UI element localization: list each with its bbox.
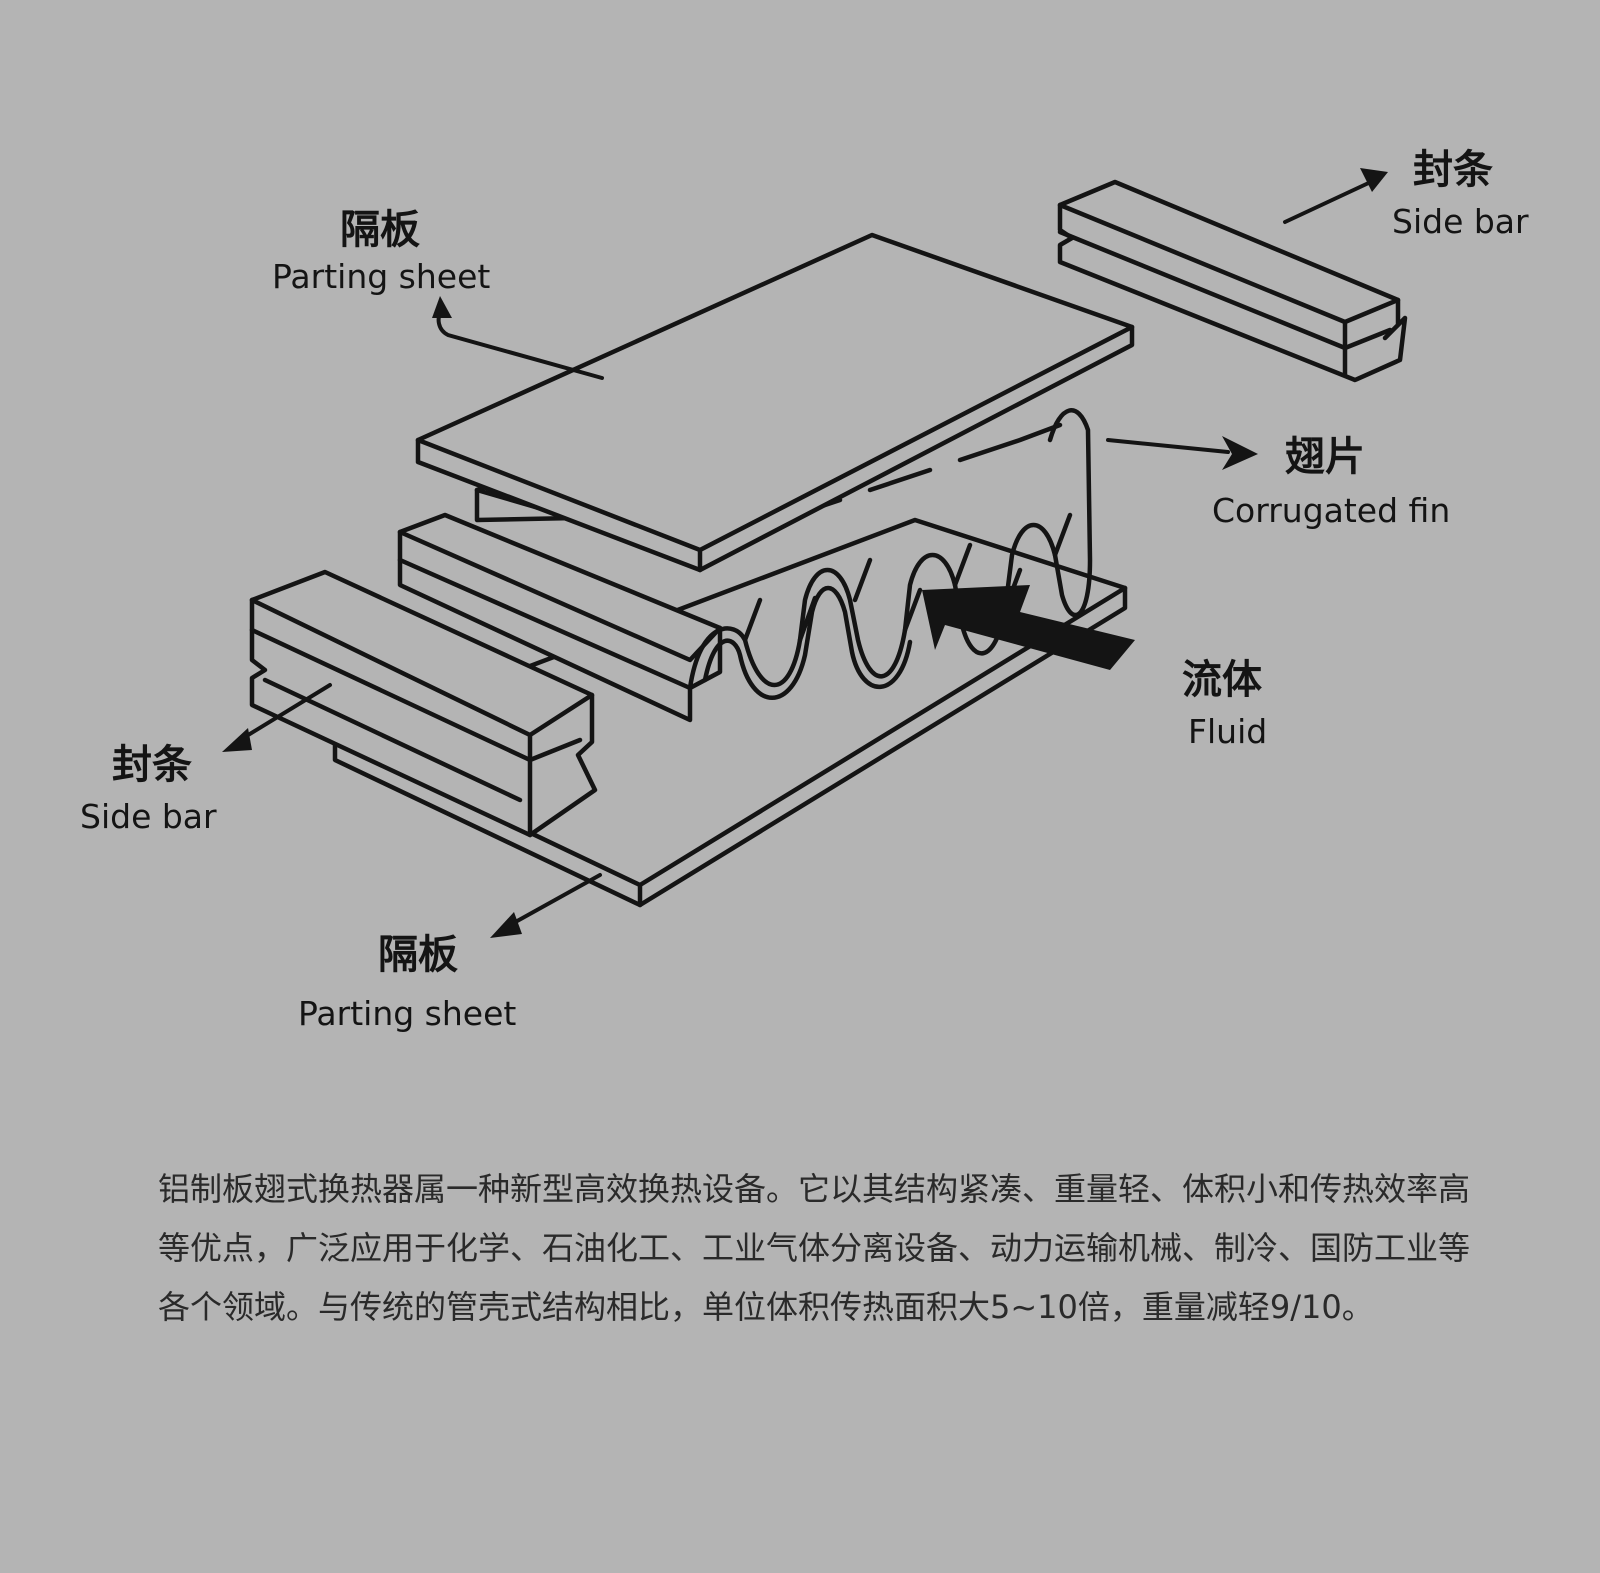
description-paragraph: 铝制板翅式换热器属一种新型高效换热设备。它以其结构紧凑、重量轻、体积小和传热效率… (158, 1170, 1471, 1326)
label-side-bar-top-en: Side bar (1392, 202, 1529, 241)
label-fluid-zh: 流体 (1182, 657, 1262, 703)
label-corrugated-fin-zh: 翅片 (1285, 434, 1365, 480)
label-parting-sheet-top-en: Parting sheet (272, 257, 490, 296)
label-side-bar-bottom-zh: 封条 (112, 742, 192, 788)
right-side-bar (1057, 179, 1408, 383)
label-side-bar-bottom-en: Side bar (80, 797, 217, 836)
leader-side-bar-top (1283, 178, 1377, 224)
left-side-bar (249, 569, 598, 838)
leader-corrugated-fin (1106, 438, 1230, 454)
leader-side-bar-bottom (238, 683, 332, 742)
label-parting-sheet-bottom-zh: 隔板 (378, 932, 458, 978)
fluid-arrow (922, 585, 1135, 670)
plate-fin-exchanger-diagram: 隔板 Parting sheet 封条 Side bar 翅片 Corrugat… (80, 147, 1529, 1033)
label-fluid-en: Fluid (1188, 712, 1267, 751)
label-corrugated-fin-en: Corrugated fin (1212, 491, 1450, 530)
corrugated-fin (687, 408, 1093, 700)
label-side-bar-top-zh: 封条 (1413, 147, 1493, 193)
leader-parting-sheet-bottom (508, 873, 602, 927)
label-parting-sheet-top-zh: 隔板 (340, 207, 420, 253)
label-parting-sheet-bottom-en: Parting sheet (298, 994, 516, 1033)
top-parting-sheet (415, 232, 1135, 573)
